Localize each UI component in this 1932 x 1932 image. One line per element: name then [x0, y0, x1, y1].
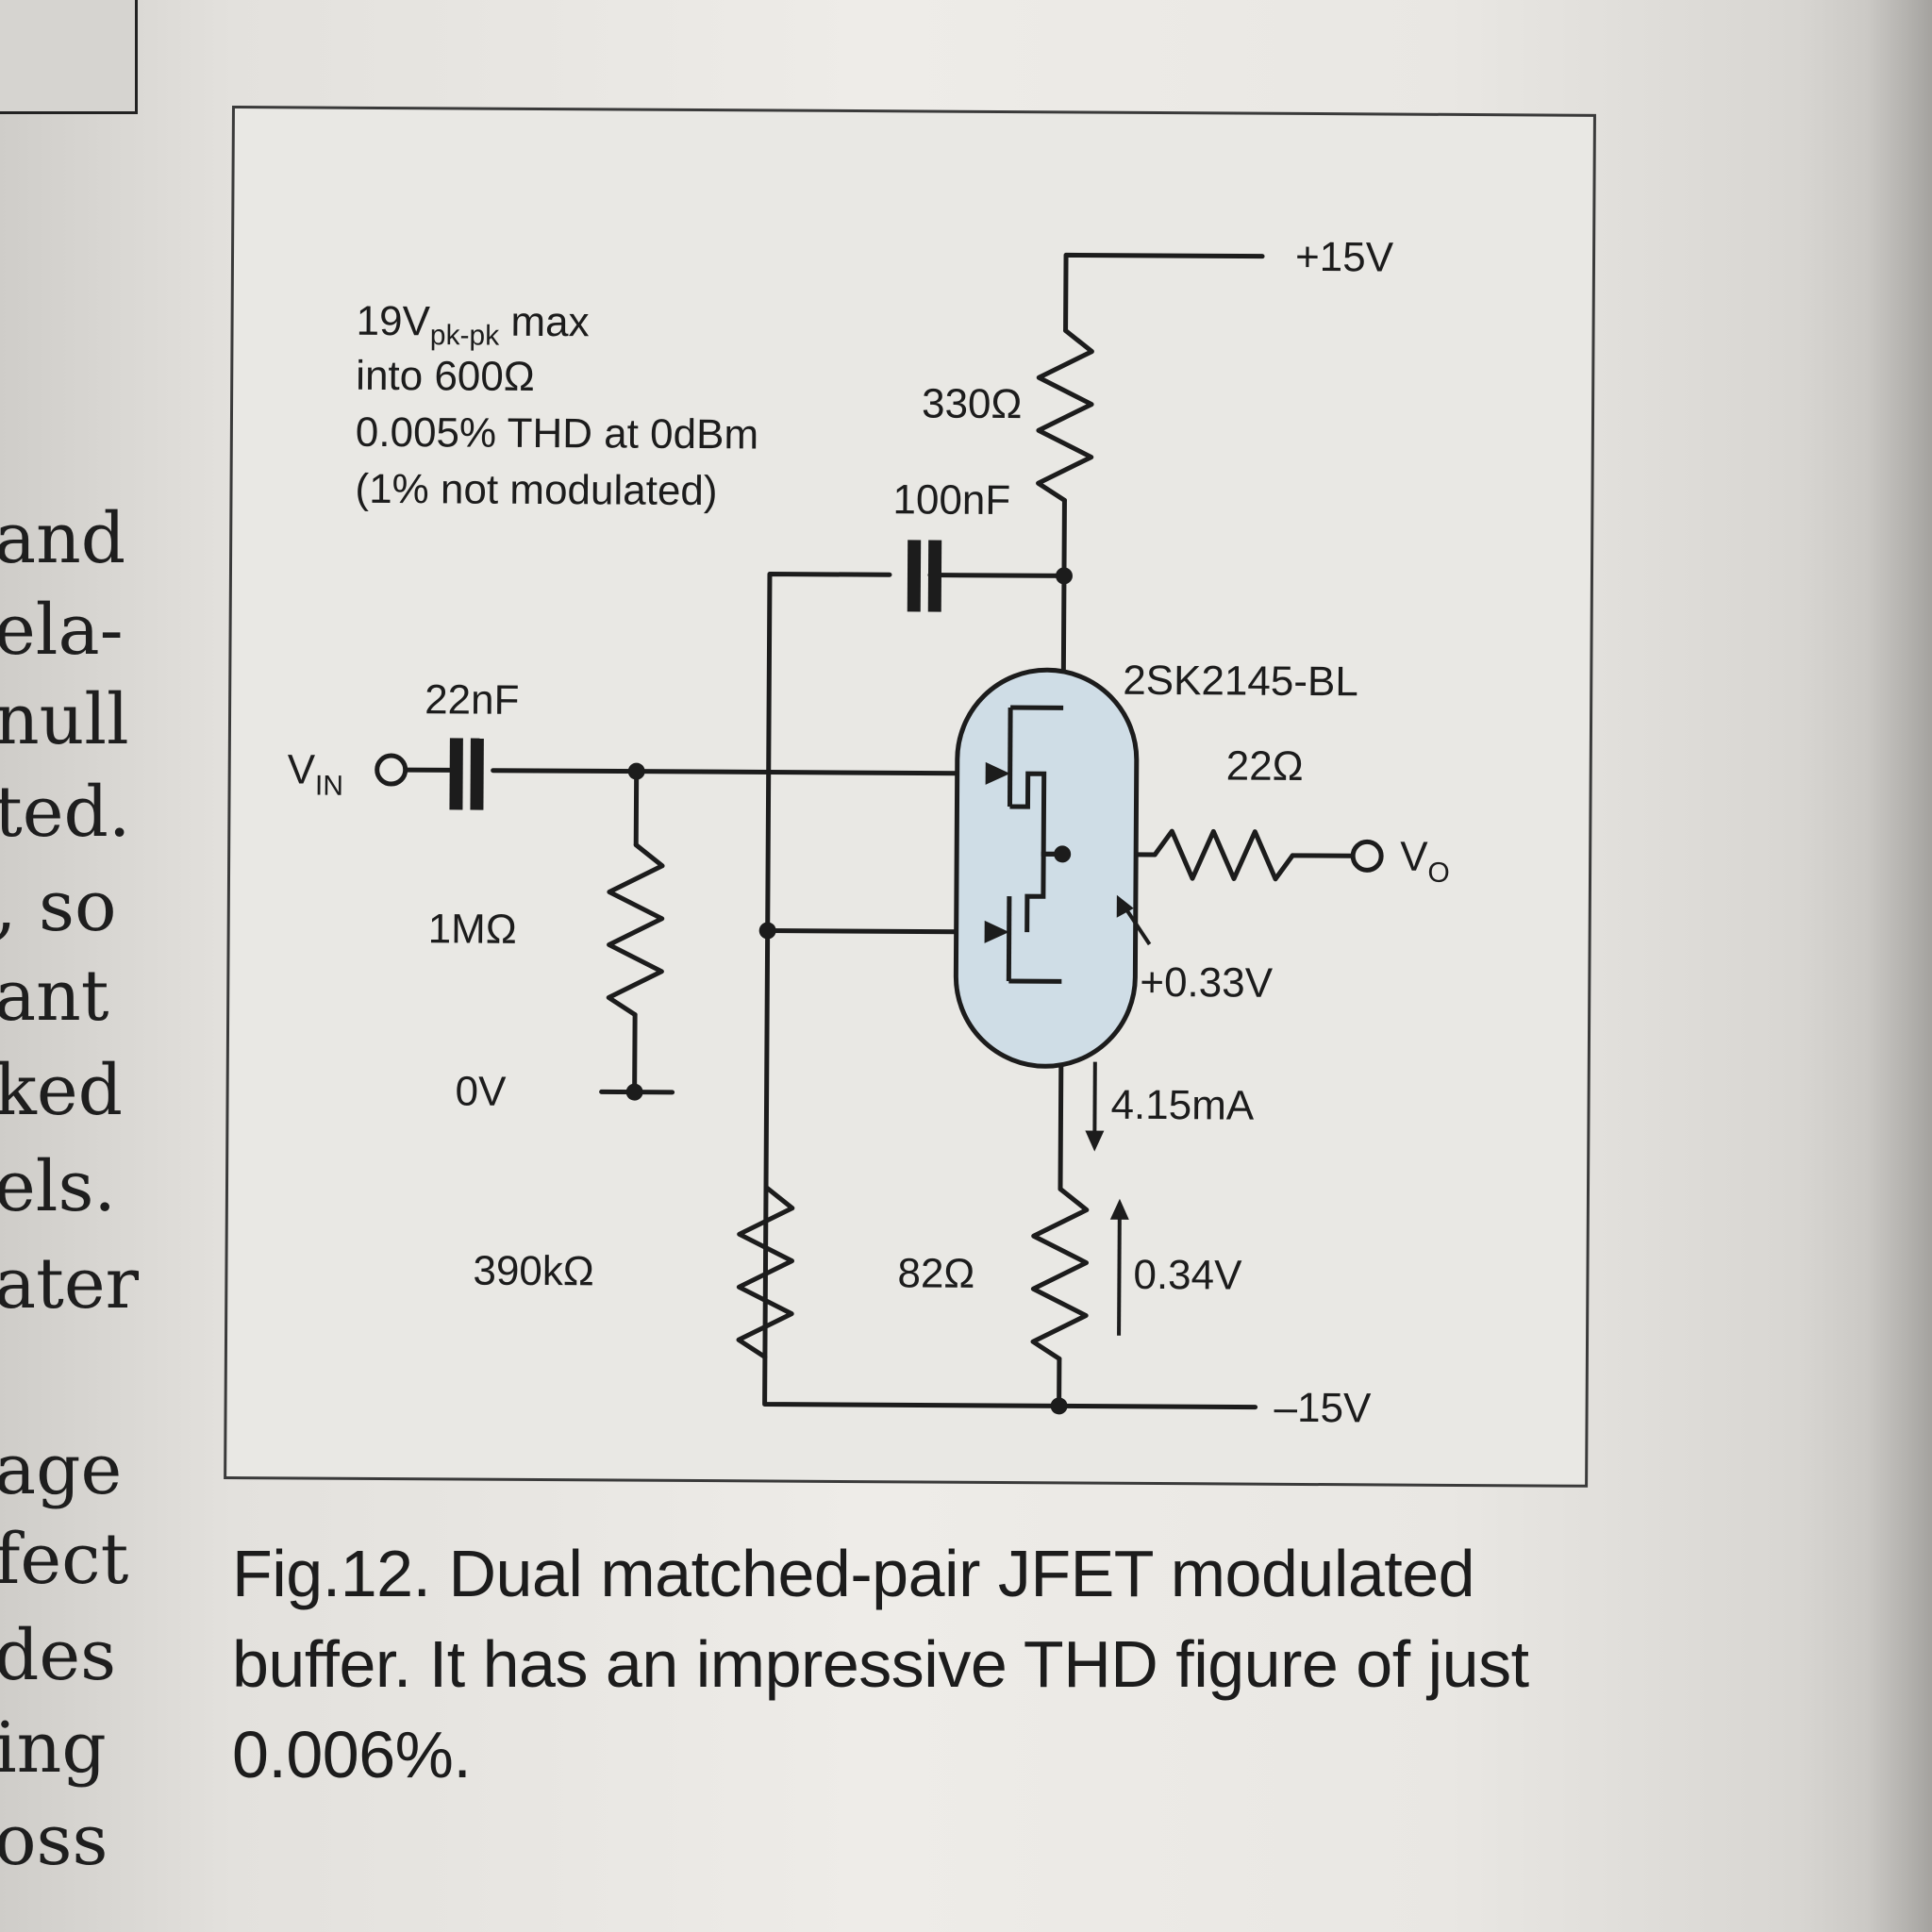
capacitor-22nF-label: 22nF: [425, 676, 520, 724]
supply-negative-label: –15V: [1274, 1385, 1372, 1432]
resistor-1M-label: 1MΩ: [428, 906, 517, 953]
junction-dot: [625, 1083, 643, 1101]
source-current-label: 4.15mA: [1110, 1082, 1255, 1129]
voltage-pointer-line: [1123, 905, 1152, 946]
junction-dot: [1054, 845, 1072, 863]
circuit-schematic: +15V –15V 330Ω 100nF 2SK2145-BL 22nF VIN…: [287, 234, 1450, 1432]
figure-frame: +15V –15V 330Ω 100nF 2SK2145-BL 22nF VIN…: [224, 106, 1596, 1488]
jfet-lower-channel: [1006, 896, 1012, 982]
positive-rail-wire: [1063, 252, 1265, 333]
page-edge-shadow: [1866, 0, 1932, 1932]
spec-line-3: 0.005% THD at 0dBm: [355, 408, 759, 458]
resistor-82-label: 82Ω: [897, 1250, 974, 1296]
gate-wire-upper: [491, 768, 1006, 776]
margin-word: , so: [0, 866, 117, 947]
spec-line-2: into 600Ω: [356, 352, 535, 400]
resistor-390k-symbol: [736, 1184, 795, 1359]
junction-dot: [1055, 567, 1073, 585]
jfet-package: [953, 667, 1140, 1069]
resistor-22-symbol: [1152, 828, 1295, 882]
capacitor-100nF-label: 100nF: [892, 476, 1010, 524]
capacitor-22nF-plate-right: [470, 738, 484, 810]
current-arrow-head: [1085, 1130, 1105, 1152]
junction-dot: [627, 762, 645, 780]
margin-word: null: [0, 679, 129, 760]
spec-line-1: 19Vpk-pk max: [356, 297, 590, 352]
resistor-330-label: 330Ω: [922, 380, 1023, 427]
margin-word: els.: [0, 1146, 116, 1227]
capacitor-22nF-plate-left: [449, 738, 463, 810]
resistor-22-label: 22Ω: [1226, 742, 1304, 789]
vo-terminal: [1350, 839, 1384, 873]
voltage-arrow-head: [1109, 1198, 1129, 1220]
jfet-lower-gate-arrow: [984, 920, 1009, 943]
margin-word: age: [0, 1429, 123, 1510]
margin-word: ater: [0, 1243, 140, 1324]
feedback-wire-right: [762, 571, 1062, 1408]
margin-word: oss: [0, 1800, 108, 1881]
feedback-wire-left: [927, 573, 1067, 578]
resistor-82-symbol: [1030, 1186, 1090, 1361]
margin-word: des: [0, 1615, 117, 1696]
junction-dot: [1050, 1397, 1068, 1415]
vo-label: VO: [1400, 834, 1450, 889]
voltage-pointer-head: [1116, 894, 1134, 918]
jfet-upper-channel: [1007, 708, 1013, 808]
margin-word: ant: [0, 956, 109, 1037]
figure-caption: Fig.12. Dual matched-pair JFET modulated…: [232, 1537, 1529, 1791]
vin-terminal: [375, 753, 408, 787]
margin-word: ted.: [0, 772, 131, 853]
capacitor-100nF-plate-right: [927, 540, 942, 612]
ground-label: 0V: [455, 1068, 507, 1114]
margin-word: fect: [0, 1519, 129, 1600]
voltage-arrow-line: [1117, 1212, 1122, 1336]
margin-word: ing: [0, 1707, 107, 1789]
gate-resistor-wire-bottom: [632, 1012, 638, 1095]
resistor-330-symbol: [1036, 327, 1094, 503]
jfet-upper-gate-arrow: [985, 761, 1010, 785]
source-voltage-label: 0.34V: [1133, 1252, 1242, 1299]
capacitor-100nF-plate-left: [907, 540, 922, 612]
spec-line-4: (1% not modulated): [355, 465, 718, 515]
jfet-lower-drain: [1024, 851, 1063, 933]
jfet-part-label: 2SK2145-BL: [1123, 658, 1358, 706]
margin-word: ela-: [0, 590, 124, 671]
vin-label: VIN: [287, 746, 343, 801]
negative-rail-wire: [1057, 1403, 1258, 1410]
margin-word: and: [0, 498, 126, 579]
output-dc-voltage-label: +0.33V: [1140, 959, 1274, 1007]
junction-dot: [758, 922, 776, 940]
previous-figure-box: [0, 0, 138, 114]
supply-positive-label: +15V: [1295, 234, 1394, 281]
resistor-1M-symbol: [606, 842, 665, 1018]
resistor-390k-label: 390kΩ: [473, 1248, 594, 1295]
margin-word: ked: [0, 1050, 124, 1131]
